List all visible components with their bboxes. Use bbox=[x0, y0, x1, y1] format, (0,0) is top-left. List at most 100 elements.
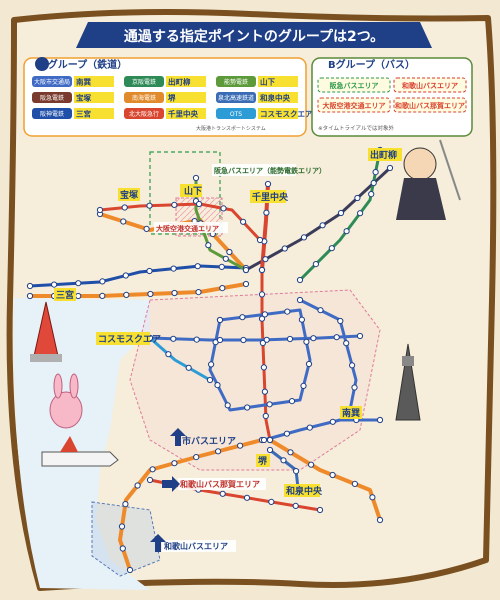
legend-company-name: OTS bbox=[230, 111, 242, 118]
legend-bus-area-label: 阪急バスエリア bbox=[330, 81, 379, 90]
station-dot bbox=[170, 335, 177, 342]
kobe-port-tower-illustration bbox=[30, 301, 62, 362]
station-dot bbox=[316, 506, 324, 514]
station-dot bbox=[120, 218, 127, 225]
station-dot bbox=[240, 336, 247, 344]
legend-company-chip bbox=[32, 92, 72, 103]
legend-a-item: 南海電鉄 堺 bbox=[124, 92, 206, 103]
label-city-bus: 市バスエリア bbox=[182, 435, 236, 447]
legend-b-note: ※タイムトライアルでは対象外 bbox=[318, 124, 394, 132]
station-dot bbox=[260, 436, 268, 444]
legend-bus-area-chip bbox=[317, 77, 391, 93]
station-dot bbox=[337, 317, 344, 325]
station-dot bbox=[281, 245, 288, 252]
legend-bus-area-chip bbox=[393, 77, 467, 93]
station-dot bbox=[26, 292, 34, 300]
station-dot bbox=[310, 335, 317, 342]
legend-station-name: 山下 bbox=[260, 77, 275, 87]
station-dot bbox=[195, 289, 202, 296]
line-kintetsu bbox=[262, 418, 382, 442]
station-dot bbox=[244, 404, 251, 411]
station-dot bbox=[283, 430, 290, 437]
line-ots bbox=[148, 336, 212, 382]
legend-a-item: 阪神電鉄 三宮 bbox=[32, 108, 114, 119]
station-dot bbox=[206, 376, 214, 384]
station-dot bbox=[171, 201, 178, 208]
legend-bus-area-label: 大阪空港交通エリア bbox=[323, 101, 386, 110]
station-dot bbox=[349, 362, 356, 369]
legend-station-name: 千里中央 bbox=[168, 109, 198, 119]
station-dot bbox=[192, 174, 200, 182]
station-dot bbox=[300, 382, 307, 389]
label-sakai: 堺 bbox=[258, 455, 268, 467]
legend-a: Aグループ（鉄道） 大阪市交通局南巽京阪電鉄出町柳能勢電鉄山下阪急電鉄宝塚南海電… bbox=[23, 57, 313, 137]
station-dot bbox=[147, 290, 154, 298]
legend-b-item: 和歌山バスエリア bbox=[393, 77, 467, 93]
legend-b-item: 阪急バスエリア bbox=[317, 77, 391, 93]
legend-station-name: 和泉中央 bbox=[260, 93, 290, 103]
station-dot bbox=[243, 494, 251, 501]
station-dot bbox=[263, 209, 270, 216]
legend-station-name: 堺 bbox=[168, 93, 176, 103]
legend-company-name: 大阪市交通局 bbox=[34, 78, 70, 86]
station-dot bbox=[266, 401, 273, 408]
label-minamitatsumi: 南巽 bbox=[342, 407, 360, 419]
station-dot bbox=[237, 442, 244, 449]
legend-company-chip bbox=[216, 92, 256, 103]
station-dot bbox=[214, 382, 221, 389]
station-dot bbox=[264, 180, 272, 188]
station-dot bbox=[258, 266, 266, 274]
label-yamashita: 山下 bbox=[184, 185, 202, 197]
legend-station-chip bbox=[258, 92, 298, 103]
station-dot bbox=[262, 412, 269, 420]
label-sannomiya: 三宮 bbox=[56, 289, 74, 301]
station-dot bbox=[242, 266, 250, 274]
rabbit-pilot-illustration bbox=[49, 373, 83, 429]
station-dot bbox=[196, 200, 203, 208]
station-dot bbox=[119, 545, 126, 552]
station-dot bbox=[218, 263, 225, 270]
label-demachiyanagi: 出町柳 bbox=[370, 149, 397, 161]
station-dot bbox=[343, 340, 350, 347]
station-dot bbox=[261, 388, 268, 395]
legend-station-name: 南巽 bbox=[76, 77, 91, 87]
sea-area bbox=[13, 298, 150, 590]
legend-company-name: 京阪電鉄 bbox=[132, 78, 156, 86]
station-dot bbox=[165, 351, 172, 358]
station-dot bbox=[337, 209, 345, 217]
legend-company-name: 南海電鉄 bbox=[132, 94, 156, 102]
legend-company-name: 阪神電鉄 bbox=[40, 110, 64, 118]
station-dot bbox=[222, 255, 229, 262]
page-title: 通過する指定ポイントのグループは2つ。 bbox=[124, 28, 384, 45]
samurai-illustration bbox=[396, 139, 461, 220]
legend-station-chip bbox=[258, 76, 298, 87]
legend-station-chip bbox=[166, 76, 206, 87]
station-dot bbox=[329, 471, 336, 479]
legend-station-chip bbox=[74, 92, 114, 103]
legend-company-chip bbox=[32, 108, 72, 119]
legend-a-item: 大阪市交通局南巽 bbox=[32, 76, 114, 87]
station-dot bbox=[216, 316, 224, 324]
station-dot bbox=[357, 210, 364, 217]
station-dot bbox=[226, 248, 233, 256]
station-dot bbox=[219, 285, 226, 292]
line-nankai-koya bbox=[268, 438, 382, 522]
station-dot bbox=[312, 261, 319, 268]
station-dot bbox=[219, 490, 226, 497]
station-dot bbox=[259, 339, 266, 347]
station-dot bbox=[258, 315, 266, 322]
station-dot bbox=[134, 482, 141, 489]
legend-station-name: 出町柳 bbox=[168, 77, 191, 87]
station-dot bbox=[26, 282, 34, 290]
tsutenkaku-tower-illustration bbox=[395, 343, 421, 421]
airplane-illustration bbox=[41, 436, 119, 467]
legend-station-chip bbox=[258, 108, 298, 119]
station-dot bbox=[292, 502, 299, 509]
station-dot bbox=[280, 457, 287, 464]
label-senri-chuo: 千里中央 bbox=[252, 191, 289, 203]
legend-station-name: 三宮 bbox=[76, 109, 91, 119]
station-dot bbox=[284, 308, 291, 315]
station-dot bbox=[296, 276, 304, 284]
